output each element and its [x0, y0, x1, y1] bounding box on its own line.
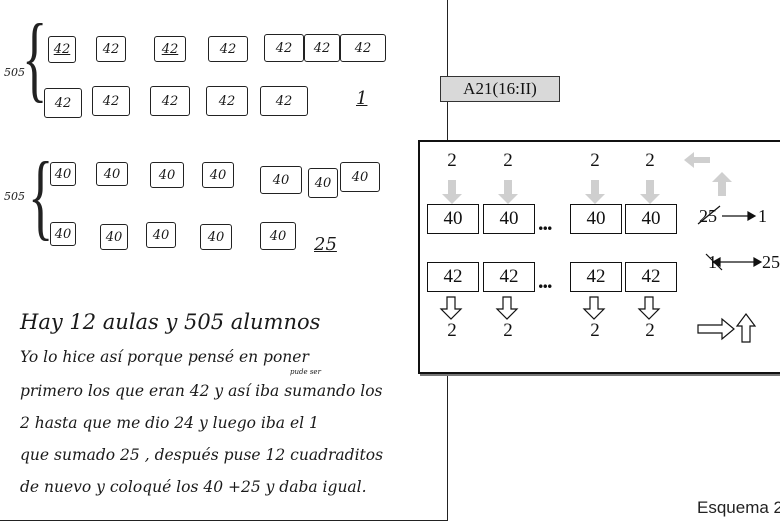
ratio2-value: 25 [762, 252, 780, 272]
box-42: 42 [96, 36, 126, 62]
bottom-number: 2 [503, 320, 513, 341]
bottom-number: 2 [590, 320, 600, 341]
box-40: 40 [50, 162, 76, 186]
outline-right-arrow [697, 317, 735, 341]
cell-42: 42 [427, 262, 479, 292]
box-40: 40 [150, 162, 184, 188]
box-40: 40 [96, 162, 128, 186]
outline-up-arrow [735, 313, 757, 343]
top-number: 2 [503, 150, 513, 171]
strike-1 [705, 253, 723, 271]
gray-down-arrow [585, 180, 605, 204]
ratio2-struck: 1 [708, 252, 717, 272]
outline-down-arrow [637, 296, 661, 320]
note-line-1: Hay 12 aulas y 505 alumnos [20, 310, 321, 334]
note-line-6: de nuevo y coloqué los 40 +25 y daba igu… [20, 478, 367, 496]
ellipsis: ... [538, 210, 552, 235]
note-line-3: primero los que eran 42 y así iba sumand… [20, 382, 383, 400]
top-number: 2 [447, 150, 457, 171]
cell-42: 42 [625, 262, 677, 292]
strike-25 [697, 205, 721, 225]
outline-down-arrow [582, 296, 606, 320]
box-40: 40 [146, 222, 176, 248]
note-line-4: 2 hasta que me dio 24 y luego iba el 1 [20, 414, 319, 432]
diagram-arrows [439, 152, 763, 343]
group-2-label: 505 [4, 190, 25, 203]
bottom-number: 2 [645, 320, 655, 341]
diagram-panel: 2 2 2 2 40 40 ... 40 40 25 1 42 42 ... 4… [418, 140, 780, 374]
group-1-result: 1 [356, 88, 368, 109]
gray-up-arrow [712, 172, 732, 196]
box-40: 40 [200, 224, 232, 250]
sample-label: A21(16:II) [440, 76, 560, 102]
box-40: 40 [50, 222, 76, 246]
figure-caption: Esquema 2 [697, 498, 780, 517]
cell-42: 42 [483, 262, 535, 292]
box-42: 42 [48, 36, 76, 63]
cell-40: 40 [570, 204, 622, 234]
box-42: 42 [92, 86, 130, 116]
box-40: 40 [340, 162, 380, 192]
box-40: 40 [260, 166, 302, 194]
box-40: 40 [260, 222, 296, 250]
group-2-result: 25 [314, 234, 337, 255]
box-40: 40 [308, 168, 338, 198]
box-40: 40 [202, 162, 234, 188]
ratio1-struck: 25 [699, 206, 717, 226]
box-42: 42 [264, 34, 304, 62]
bottom-number: 2 [447, 320, 457, 341]
ellipsis: ... [538, 268, 552, 293]
gray-down-arrow [498, 180, 518, 204]
box-42: 42 [208, 36, 248, 62]
ratio1-value: 1 [758, 206, 767, 226]
group-2-brace: { [28, 142, 54, 249]
box-40: 40 [100, 224, 128, 250]
box-42: 42 [260, 86, 308, 116]
box-42: 42 [206, 86, 248, 116]
outline-down-arrow [495, 296, 519, 320]
cell-40: 40 [483, 204, 535, 234]
gray-left-arrow [684, 152, 710, 168]
note-line-5: que sumado 25 , después puse 12 cuadradi… [20, 446, 384, 464]
top-number: 2 [590, 150, 600, 171]
box-42: 42 [44, 88, 82, 118]
note-line-2: Yo lo hice así porque pensé en poner [20, 348, 309, 366]
gray-down-arrow [442, 180, 462, 204]
gray-down-arrow [640, 180, 660, 204]
group-1-brace: { [22, 4, 48, 111]
top-number: 2 [645, 150, 655, 171]
cell-42: 42 [570, 262, 622, 292]
box-42: 42 [340, 34, 386, 62]
group-1-label: 505 [4, 66, 25, 79]
handwritten-sheet: 505 { 42 42 42 42 42 42 42 42 42 42 42 4… [0, 0, 448, 521]
box-42: 42 [304, 34, 340, 62]
note-superscript: pude ser [290, 368, 321, 376]
box-42: 42 [150, 86, 190, 116]
cell-40: 40 [427, 204, 479, 234]
cell-40: 40 [625, 204, 677, 234]
box-42: 42 [154, 36, 186, 62]
outline-down-arrow [439, 296, 463, 320]
